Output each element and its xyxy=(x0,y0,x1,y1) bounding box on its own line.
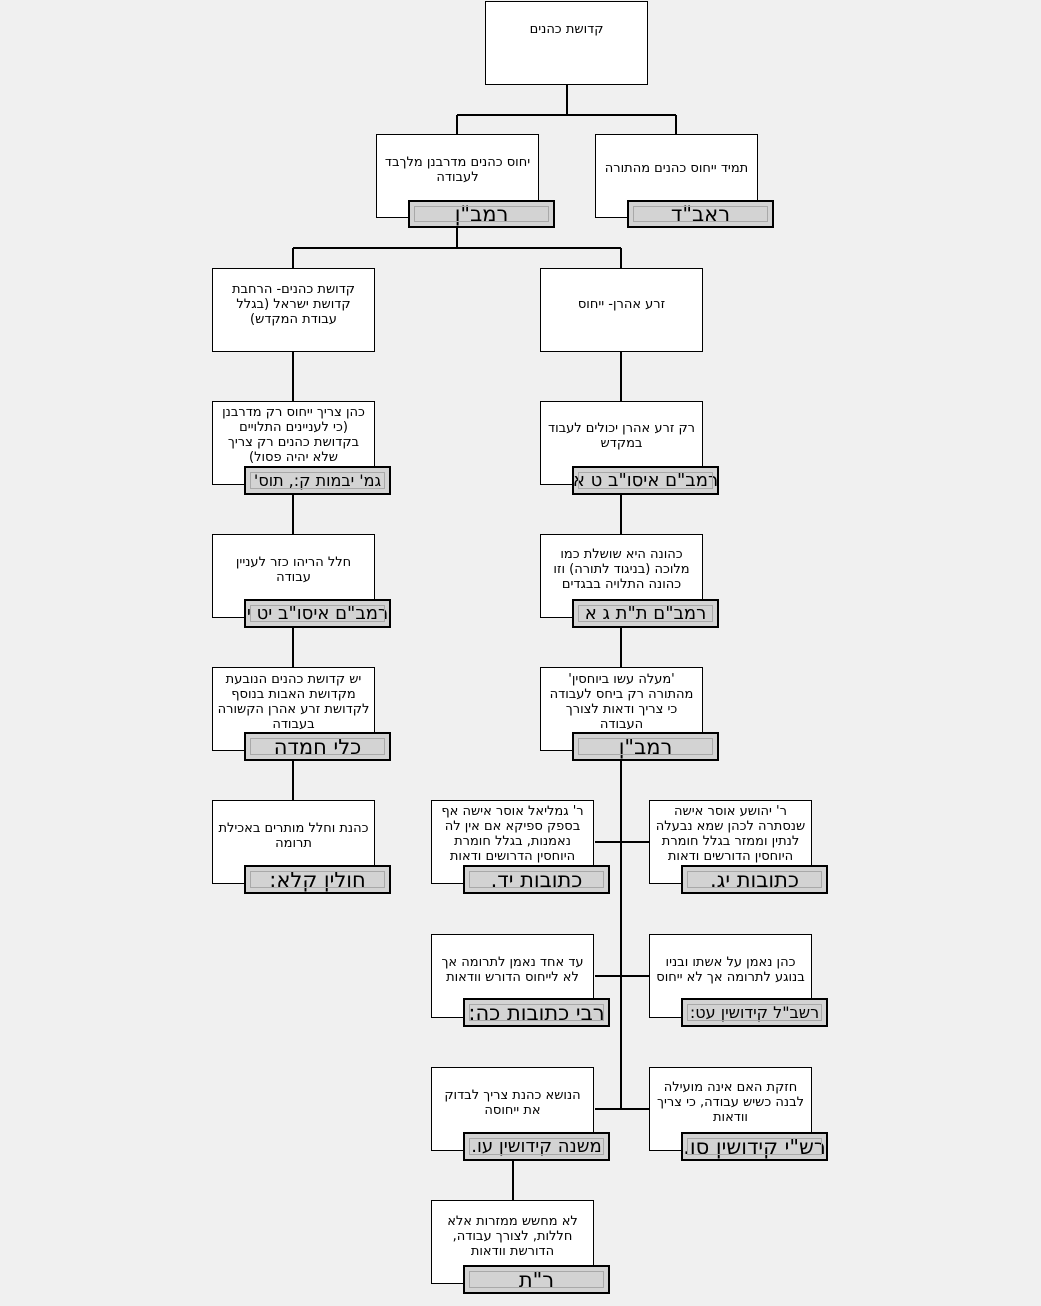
source-rashba-kiddushin: רשב"ל קידושין עט: xyxy=(681,998,828,1027)
source-mishna-kiddushin: משנה קידושין עו. xyxy=(463,1132,610,1161)
node-rabbi-yehoshua: ר' יהושע אוסר אישה שנסתרה לכהן שמא נבעלה… xyxy=(649,800,812,884)
source-ramban-2: רמב"ן xyxy=(572,732,719,761)
source-chullin: חולין קלא: xyxy=(244,865,391,894)
node-sanctity-expansion: קדושת כהנים- הרחבת קדושת ישראל (בגלל עבו… xyxy=(212,268,375,352)
node-no-worry: לא מחשש ממזרות אלא חללות, לצורך עבודה, ה… xyxy=(431,1200,594,1284)
source-rambam-talmud-torah: רמב"ם ת"ת ג א xyxy=(572,599,719,628)
source-rabbeinu-tam: ר"ת xyxy=(463,1265,610,1294)
source-yevamot-tosafot: גמ' יבמות ק:, תוס' xyxy=(244,466,391,495)
source-rashi-kiddushin: רש"י קידושין סו. xyxy=(681,1132,828,1161)
source-ketubot-14a: כתובות יד. xyxy=(463,865,610,894)
source-rambam-issurei-biah-ta: רמב"ם איסו"ב ט א xyxy=(572,466,719,495)
source-kli-chemda: כלי חמדה xyxy=(244,732,391,761)
source-rabbi-ketubot: רבי כתובות כה: xyxy=(463,998,610,1027)
source-rambam-issurei-biah-yt: רמב"ם איסו"ב יט י xyxy=(244,599,391,628)
source-ramban-1: רמב"ן xyxy=(408,200,555,228)
node-kohanim-sanctity: קדושת כהנים xyxy=(485,1,648,85)
node-seed-aaron: זרע אהרן- ייחוס xyxy=(540,268,703,352)
source-ketubot-13a: כתובות יג. xyxy=(681,865,828,894)
source-raavad: ראב"ד xyxy=(627,200,774,228)
